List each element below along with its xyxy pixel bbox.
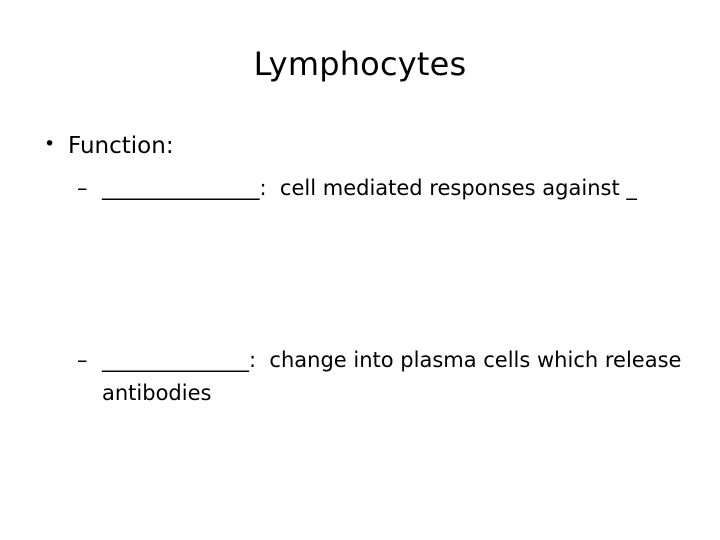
list-item-t-cells: – _______________: cell mediated respons… — [30, 172, 700, 205]
bullet-dash-icon: – — [77, 175, 88, 200]
list-item-label: _______________: cell mediated responses… — [102, 175, 637, 200]
slide-body: • Function: – _______________: cell medi… — [30, 132, 700, 410]
list-item-label: Function: — [68, 133, 174, 159]
bullet-dot-icon: • — [44, 133, 56, 155]
bullet-dash-icon: – — [77, 348, 88, 373]
spacer — [30, 204, 700, 334]
list-item-function: • Function: — [30, 132, 700, 162]
list-item-label: ______________: change into plasma cells… — [102, 348, 689, 405]
page-title: Lymphocytes — [253, 45, 467, 83]
list-item-b-cells: – ______________: change into plasma cel… — [30, 344, 700, 409]
